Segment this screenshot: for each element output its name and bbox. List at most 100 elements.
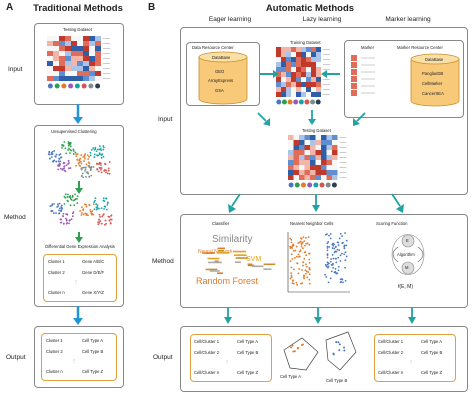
- tsne-point: [83, 156, 86, 158]
- tsne-point: [76, 159, 79, 161]
- tsne-point: [92, 147, 95, 150]
- heatmap-cell: [83, 51, 89, 56]
- tsne-point: [90, 174, 93, 177]
- tsne-point: [102, 145, 105, 147]
- tsne-point: [87, 165, 90, 167]
- heatmap-cell: [288, 155, 294, 160]
- nn-point-orange: [300, 245, 303, 248]
- heatmap-cell: [95, 56, 101, 61]
- tsne-point: [103, 162, 106, 165]
- tsne-point: [106, 204, 109, 206]
- tsne-point: [62, 162, 65, 165]
- heatmap-cell: [281, 92, 286, 97]
- tsne-point: [91, 210, 94, 213]
- nn-point-orange: [290, 266, 293, 269]
- tsne-point: [100, 149, 103, 151]
- mrc-item-3: CancerSEA: [422, 91, 444, 96]
- output-table-b-right: Cell/Cluster 1 Cell Type A Cell/Cluster …: [374, 334, 456, 382]
- tsne-point: [66, 221, 69, 224]
- wordcloud-word: [208, 261, 222, 264]
- nn-point-blue: [326, 253, 329, 255]
- tsne-point: [82, 213, 85, 216]
- tsne-point: [75, 164, 77, 167]
- heatmap-cell: [59, 46, 65, 51]
- tsne-point: [90, 165, 93, 168]
- omid-type-a: Cell Type A: [280, 374, 302, 379]
- heatmap-cell: [315, 175, 321, 180]
- nn-point-blue: [330, 258, 332, 261]
- heatmap-cell: [286, 62, 291, 67]
- tsne-point: [92, 166, 95, 168]
- out-point-a: [300, 344, 303, 347]
- nn-point-orange: [300, 242, 303, 245]
- heatmap-cell: [296, 82, 301, 87]
- cell-type-dot: [288, 182, 294, 188]
- row-label-output-a: Output: [6, 354, 26, 361]
- heatmap-cell: [293, 150, 299, 155]
- heatmap-cell: [296, 62, 301, 67]
- heatmap-cell: [306, 67, 311, 72]
- out-point-b: [338, 349, 341, 352]
- heatmap-cell: [310, 145, 316, 150]
- tsne-point: [80, 168, 83, 171]
- tsne-point: [98, 213, 101, 216]
- nn-point-orange: [308, 268, 311, 271]
- tsne-point: [72, 211, 75, 213]
- nn-point-blue: [337, 244, 340, 247]
- tsne-point: [98, 218, 100, 221]
- tsne-point: [72, 150, 75, 152]
- nn-point-orange: [297, 272, 300, 275]
- tsne-point: [71, 194, 74, 197]
- tsne-point: [103, 200, 106, 203]
- output-box-a: Cluster 1 Cell Type A Cluster 2 Cell Typ…: [34, 326, 124, 388]
- obl-cluster-1: Cell/Cluster 1: [194, 339, 220, 344]
- tsne-point: [100, 207, 103, 210]
- out-a-cluster-n: Cluster n: [46, 369, 63, 374]
- tsne-point: [58, 158, 61, 160]
- nn-point-blue: [338, 249, 341, 252]
- heatmap-cell: [65, 71, 71, 76]
- tsne-point: [100, 171, 103, 174]
- cell-type-dot: [331, 182, 337, 188]
- omid-type-b: Cell Type B: [326, 378, 348, 383]
- nn-point-blue: [332, 266, 335, 269]
- heatmap-cell: [288, 140, 294, 145]
- tsne-point: [69, 167, 72, 169]
- tsne-point: [103, 170, 105, 172]
- tsne-point: [87, 161, 90, 164]
- tsne-point: [63, 165, 66, 168]
- out-point-b: [337, 341, 340, 344]
- tsne-point: [90, 212, 93, 215]
- heatmap-cell: [310, 135, 316, 140]
- heatmap-cell: [306, 62, 311, 67]
- tsne-point: [68, 219, 71, 222]
- tsne-point: [64, 147, 67, 150]
- wordcloud-word: [217, 250, 224, 252]
- heatmap-cell: [315, 155, 321, 160]
- obr-cluster-1: Cell/Cluster 1: [378, 339, 404, 344]
- tsne-point: [47, 153, 50, 156]
- marker-bar: [351, 90, 357, 96]
- tsne-point: [49, 205, 52, 208]
- nn-point-orange: [292, 280, 294, 282]
- nn-point-blue: [328, 234, 330, 237]
- heatmap-cell: [89, 71, 95, 76]
- heatmap-cell: [95, 51, 101, 56]
- tsne-point: [101, 215, 104, 218]
- heatmap-cell: [332, 150, 338, 155]
- heatmap-cell: [286, 47, 291, 52]
- wordcloud-word: [233, 254, 247, 256]
- tsne-point: [97, 170, 100, 173]
- cell-type-dot: [281, 99, 287, 105]
- nn-point-orange: [292, 268, 295, 271]
- heatmap-cell: [310, 165, 316, 170]
- nn-point-blue: [334, 271, 337, 274]
- heatmap-cell: [299, 155, 305, 160]
- heatmap-cell: [47, 41, 53, 46]
- tsne-point: [58, 212, 61, 215]
- tsne-point: [74, 151, 77, 154]
- nn-point-blue: [331, 254, 334, 256]
- tsne-point: [100, 154, 103, 156]
- heatmap-cell: [299, 160, 305, 165]
- heatmap-cell: [95, 61, 101, 66]
